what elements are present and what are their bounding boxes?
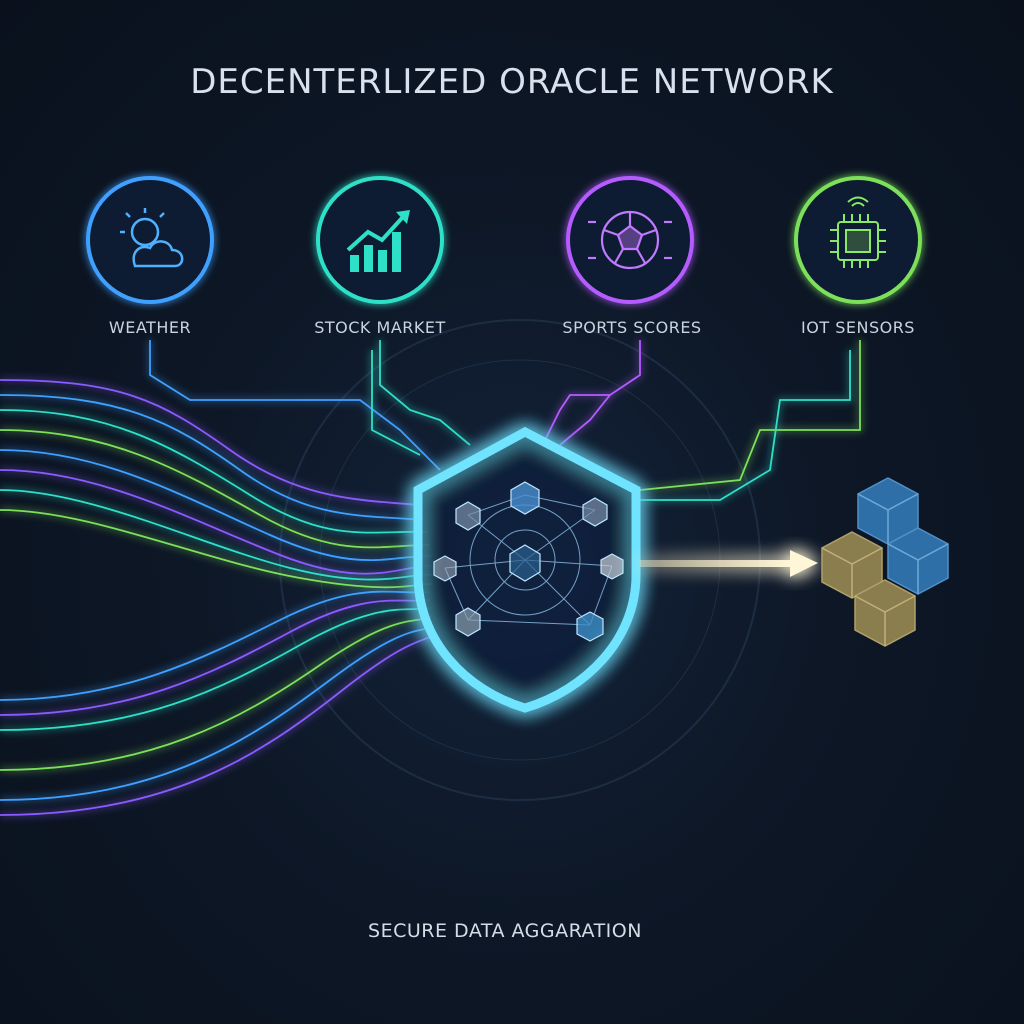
source-sports-scores[interactable] (566, 176, 694, 304)
node-cubes (433, 481, 624, 642)
left-data-streams (0, 379, 437, 816)
stock-market-label: STOCK MARKET (314, 318, 446, 337)
stock-chart-icon (346, 210, 410, 272)
soccer-ball-icon (588, 210, 672, 270)
weather-label: WEATHER (108, 318, 192, 337)
block-tan-left (821, 531, 883, 599)
oracle-shield-icon[interactable] (413, 426, 641, 713)
microchip-icon (830, 196, 886, 268)
weather-cloud-sun-icon (120, 208, 184, 268)
source-stock-market[interactable] (316, 176, 444, 304)
sports-scores-label: SPORTS SCORES (562, 318, 702, 337)
output-arrow-icon (640, 550, 818, 577)
source-iot-sensors[interactable] (794, 176, 922, 304)
block-blue-right (887, 527, 949, 595)
iot-sensors-label: IOT SENSORS (801, 318, 915, 337)
diagram-title: DECENTERLIZED ORACLE NETWORK (190, 62, 834, 102)
blockchain-blocks-icon (821, 477, 949, 647)
diagram-caption: SECURE DATA AGGARATION (368, 920, 642, 942)
source-weather[interactable] (86, 176, 214, 304)
source-connectors (149, 340, 861, 501)
block-tan-bottom (854, 579, 916, 647)
